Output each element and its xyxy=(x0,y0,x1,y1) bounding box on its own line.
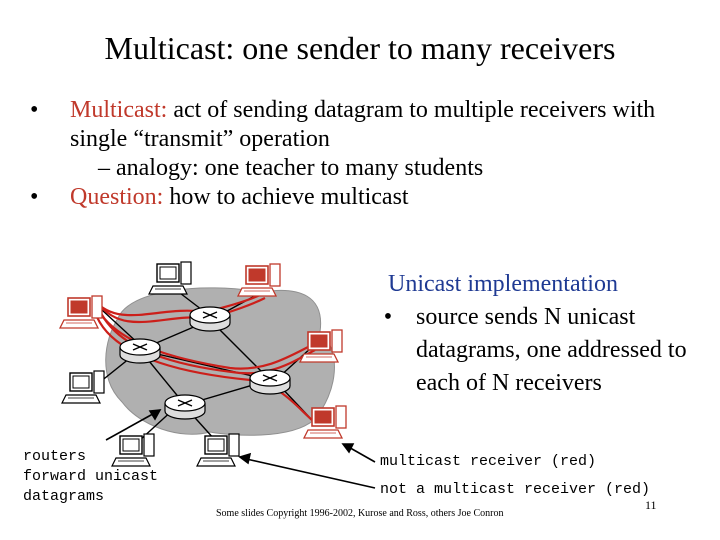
term-question: Question: xyxy=(70,184,164,210)
routers-callout-arrow xyxy=(105,409,161,441)
page-number: 11 xyxy=(645,498,657,512)
term-multicast: Multicast: xyxy=(70,97,168,123)
bullet-dot: • xyxy=(383,304,393,330)
host-computer-icon xyxy=(148,261,192,295)
unicast-box: Unicast implementation • source sends N u… xyxy=(384,268,688,400)
bullet-dot: • xyxy=(30,184,39,210)
routers-label: routers forward unicast datagrams xyxy=(23,448,159,505)
arrow-head xyxy=(341,443,355,454)
unicast-path-3 xyxy=(95,305,313,370)
unicast-path-4 xyxy=(97,308,316,375)
unicast-bullet: • source sends N unicast datagrams, one a… xyxy=(384,301,688,400)
unicast-heading: Unicast implementation xyxy=(388,271,618,297)
not-multicast-receiver-label: not a multicast receiver (red) xyxy=(380,481,651,498)
unicast-path-5 xyxy=(93,311,313,421)
definition-multicast: act of sending datagram to multiple rece… xyxy=(70,97,656,152)
arrow-head xyxy=(148,409,162,421)
question-text: how to achieve multicast xyxy=(163,184,409,210)
host-computer-icon xyxy=(61,370,105,404)
bullet-dot: • xyxy=(30,97,39,123)
bullet-list: • Multicast: act of sending datagram to m… xyxy=(30,96,690,212)
router-icon xyxy=(164,394,206,420)
bullet-multicast: • Multicast: act of sending datagram to m… xyxy=(30,96,690,154)
slide-title: Multicast: one sender to many receivers xyxy=(104,30,616,66)
router-icon xyxy=(189,306,231,332)
host-computer-icon xyxy=(196,433,240,467)
bullet-question: • Question: how to achieve multicast xyxy=(30,183,690,212)
arrow-head xyxy=(238,452,252,465)
router-icon xyxy=(119,338,161,364)
copyright-footer: Some slides Copyright 1996-2002, Kurose … xyxy=(216,508,504,519)
receiver-computer-icon xyxy=(237,263,281,297)
unicast-description: source sends N unicast datagrams, one ad… xyxy=(416,304,687,396)
sender-computer-icon xyxy=(59,295,103,329)
not-receiver-arrow xyxy=(241,457,376,489)
router-icon xyxy=(249,369,291,395)
sub-bullet-analogy: – analogy: one teacher to many students xyxy=(98,155,484,181)
callout-arrows xyxy=(105,409,376,489)
multicast-receiver-label: multicast receiver (red) xyxy=(380,453,597,470)
